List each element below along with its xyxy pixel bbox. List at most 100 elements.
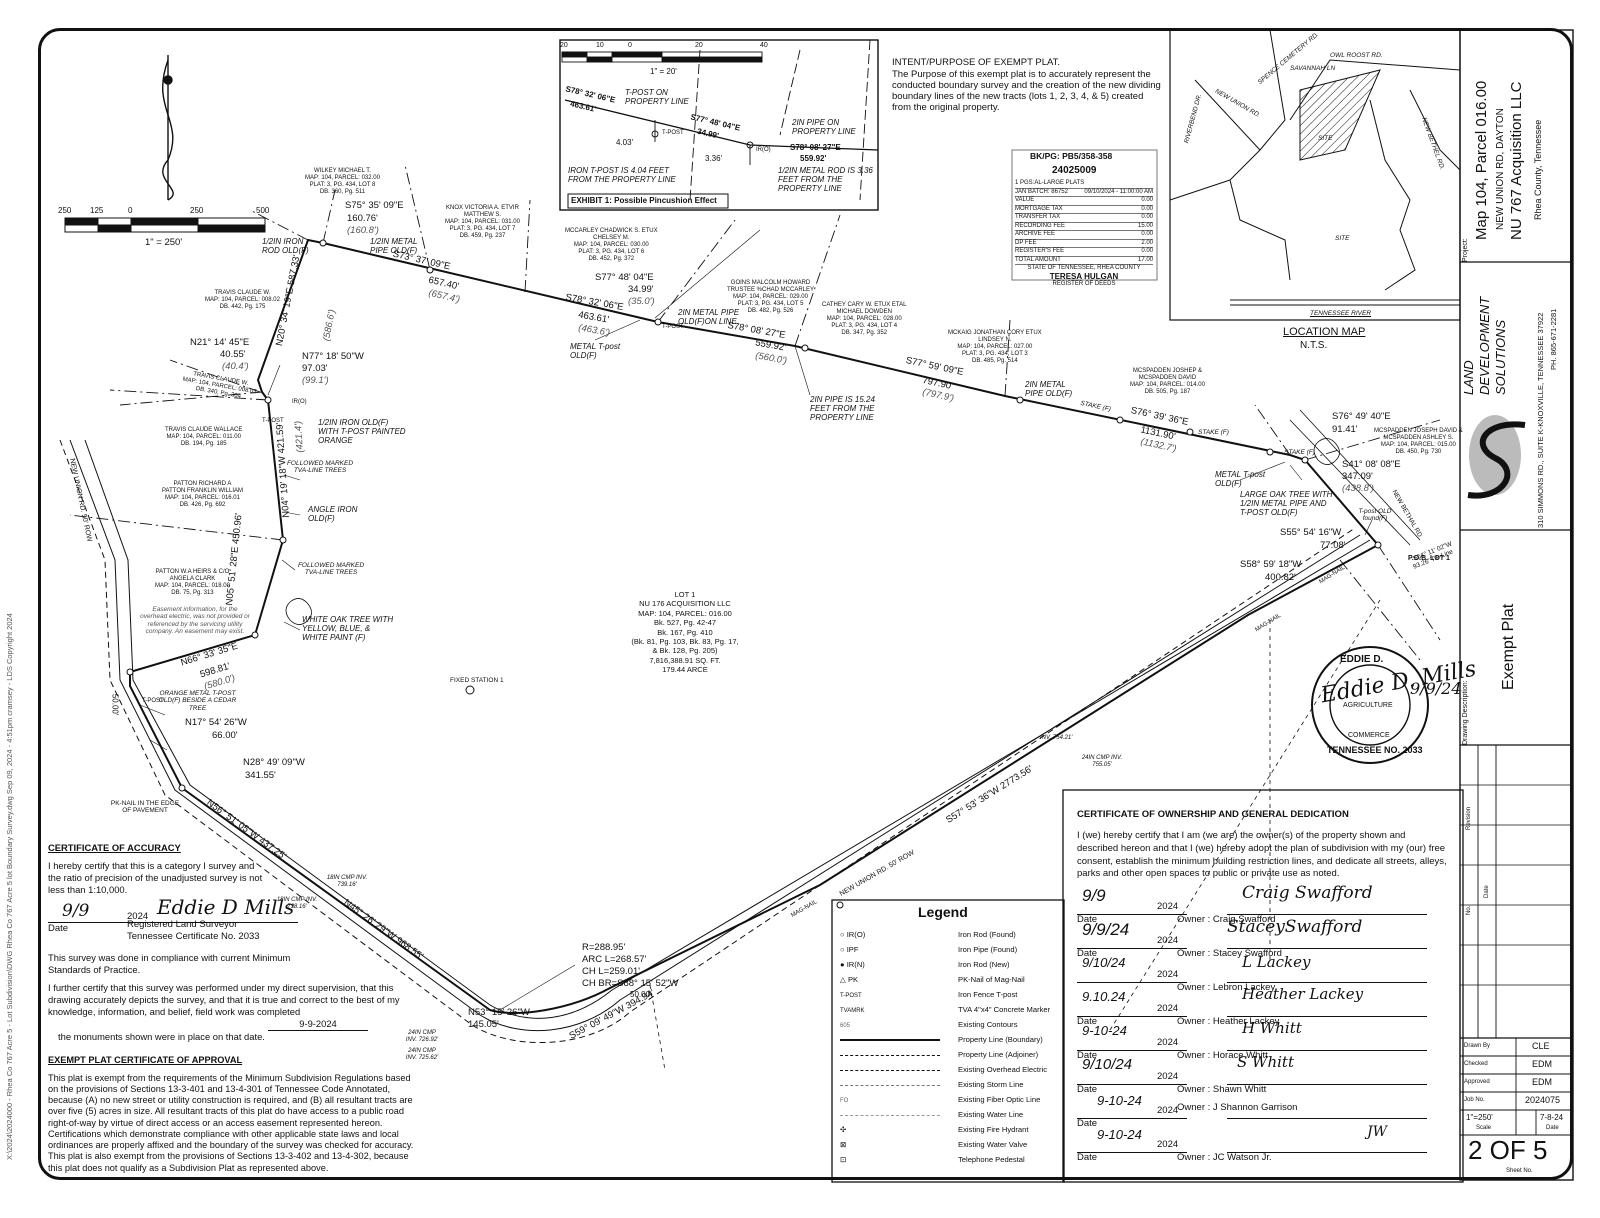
iro-label: IR(O)	[292, 399, 307, 405]
culvert-note: 24IN CMP INV. 725.62'	[405, 1048, 439, 1061]
map-label: SAVANNAH LN	[1290, 65, 1336, 72]
exhibit-title: EXHIBIT 1: Possible Pincushion Effect	[571, 196, 717, 205]
inset-scale-tick: 0	[628, 42, 632, 49]
monument-note: 2IN PIPE IS 15.24 FEET FROM THE PROPERTY…	[810, 395, 875, 423]
recording-book: BK/PG: PB5/358-358	[1030, 151, 1113, 161]
accuracy-title: CERTIFICATE OF ACCURACY	[48, 842, 181, 853]
tva-line-note: FOLLOWED MARKED TVA-LINE TREES	[297, 562, 365, 577]
curve-radius: R=288.95'	[582, 942, 626, 953]
tpost-label: T-POST	[262, 418, 284, 424]
scale-tick: 250	[58, 206, 72, 215]
stake-note: STAKE (F)	[1198, 429, 1229, 436]
accuracy-sig-date: 9/9	[62, 901, 90, 921]
bearing-label: S58° 59' 18"W	[1240, 559, 1302, 570]
owner-date-label: Date	[1077, 1084, 1098, 1095]
rev-date-label: Date	[1484, 885, 1490, 898]
exhibit-offset: 4.03'	[616, 138, 634, 147]
owner-name: Owner : Shawn Whitt	[1177, 1084, 1267, 1095]
owner-name: Owner : JC Watson Jr.	[1177, 1152, 1272, 1163]
seal-bottom-text: TENNESSEE NO. 2033	[1327, 745, 1423, 755]
bearing-label: N21° 14' 45"E	[190, 337, 250, 348]
adjoiner-label: MCSPADDEN JOSEPH DAVID & MCSPADDEN ASHLE…	[1374, 428, 1463, 455]
bearing-label: N17° 54' 26"W	[185, 717, 247, 728]
company-phone: PH. 865-671-2281	[1549, 308, 1558, 370]
distance-label: 77.08'	[1320, 540, 1346, 551]
surveyor-cert-no: Tennessee Certificate No. 2033	[127, 931, 260, 942]
scale-value-label: Scale	[1476, 1125, 1492, 1131]
exhibit-iro-label: IR(O)	[756, 147, 771, 153]
monument-note: ORANGE METAL T-POST OLD(F) BESIDE A CEDA…	[158, 690, 237, 712]
exhibit-note: T-POST ON PROPERTY LINE	[625, 88, 689, 107]
owner-signature: Heather Lackey	[1242, 985, 1364, 1003]
job-label: Job No.	[1464, 1097, 1485, 1103]
approved-label: Approved	[1464, 1079, 1490, 1085]
map-label: SITE	[1335, 235, 1350, 242]
monument-note: 2IN METAL PIPE OLD(F)ON LINE	[678, 308, 740, 327]
culvert-note: 18IN CMP INV. 739.16'	[326, 875, 368, 888]
record-distance: (421.4')	[292, 420, 306, 454]
inset-scale-tick: 20	[560, 42, 568, 49]
monument-note: METAL T-post OLD(F)	[570, 342, 621, 361]
bearing-label: S75° 35' 09"E	[345, 200, 404, 211]
drawing-description: Exempt Plat	[1500, 603, 1517, 690]
approved-value: EDM	[1532, 1077, 1552, 1087]
sheet-number-label: Sheet No.	[1506, 1168, 1533, 1174]
adjoiner-label: CATHEY CARY W. ETUX ETAL MICHAEL DOWDEN …	[822, 302, 907, 336]
owner-date-label: Date	[1077, 948, 1098, 959]
owner-year: 2024	[1157, 935, 1179, 946]
seal-mid2-text: COMMERCE	[1348, 732, 1390, 739]
culvert-note: INV. 754.21'	[1040, 735, 1073, 741]
row-width: 50.00'	[110, 693, 120, 716]
drawn-by-value: CLE	[1532, 1041, 1550, 1051]
inset-scale-label: 1" = 20'	[650, 67, 677, 76]
owner-year: 2024	[1157, 1105, 1179, 1116]
monument-note: 1/2IN IRON OLD(F) WITH T-POST PAINTED OR…	[318, 418, 406, 446]
exhibit-bearing: S78° 08' 27"E	[790, 143, 841, 152]
recording-number: 24025009	[1052, 165, 1097, 176]
exhibit-note: IRON T-POST IS 4.04 FEET FROM THE PROPER…	[568, 166, 676, 185]
job-value: 2024075	[1525, 1095, 1561, 1105]
culvert-note: 24IN CMP INV. 726.92'	[405, 1030, 439, 1043]
bearing-label: S55° 54' 16"W	[1280, 527, 1342, 538]
owner-signature: StaceySwafford	[1227, 917, 1363, 937]
owner-year: 2024	[1157, 1139, 1179, 1150]
map-label: TENNESSEE RIVER	[1310, 310, 1372, 317]
owner-date-label: Date	[1077, 1016, 1098, 1027]
record-distance: (99.1')	[302, 375, 329, 386]
company-name-2: DEVELOPMENT	[1477, 296, 1492, 395]
scale-tick: 250	[190, 206, 204, 215]
owner-sign-date: 9/10/24	[1082, 955, 1126, 970]
boundary-line	[129, 238, 1380, 1015]
adjoiner-label: MCSPADDEN JOSHEP & MCSPADDEN DAVID MAP: …	[1130, 368, 1205, 395]
owner-year: 2024	[1157, 1071, 1179, 1082]
accuracy-p1: I hereby certify that this is a category…	[48, 860, 263, 896]
surveyor-title: Registered Land Surveyor	[127, 919, 238, 930]
seal-date: 9/9/24	[1410, 679, 1462, 698]
distance-label: 34.99'	[628, 284, 654, 295]
bearing-label: N53° 15' 26"W	[468, 1007, 530, 1018]
record-distance: (35.0')	[628, 296, 655, 307]
monument-note: 1/2IN IRON ROD OLD(F)	[262, 237, 309, 256]
owner-signature: L Lackey	[1242, 953, 1311, 971]
record-distance: (40.4')	[222, 361, 249, 372]
company-address: 310 SIMMONS RD., SUITE K-KNOXVILLE, TENN…	[1536, 312, 1545, 528]
surveyor-signature: Eddie D Mills	[157, 895, 295, 919]
curve-chord: CH L=259.01'	[582, 966, 641, 977]
owner-year: 2024	[1157, 1003, 1179, 1014]
distance-label: 91.41'	[1332, 424, 1358, 435]
owner-year: 2024	[1157, 969, 1179, 980]
inset-scale-tick: 10	[596, 42, 604, 49]
project-line1: Map 104, Parcel 016.00	[1473, 80, 1490, 240]
bearing-label: N28° 49' 09"W	[243, 757, 305, 768]
project-line4: Rhea County, Tennessee	[1533, 119, 1543, 220]
monument-note: 2IN METAL PIPE OLD(F)	[1025, 380, 1073, 399]
date-value: 7-8-24	[1540, 1113, 1564, 1122]
owner-sign-date: 9/9/24	[1082, 920, 1130, 939]
owner-name: Owner : Craig Swafford	[1177, 914, 1276, 925]
exhibit-offset: 3.36'	[705, 154, 723, 163]
adjoiner-label: MCKAIG JONATHAN CORY ETUX LINDSEY N. MAP…	[948, 330, 1042, 364]
scale-tick: 500	[256, 206, 270, 215]
adjoiner-label: MCCARLEY CHADWICK S. ETUX CHELSEY M. MAP…	[565, 228, 658, 262]
project-label: Project:	[1462, 238, 1469, 262]
project-line3: NU 767 Acquisition LLC	[1508, 81, 1525, 240]
